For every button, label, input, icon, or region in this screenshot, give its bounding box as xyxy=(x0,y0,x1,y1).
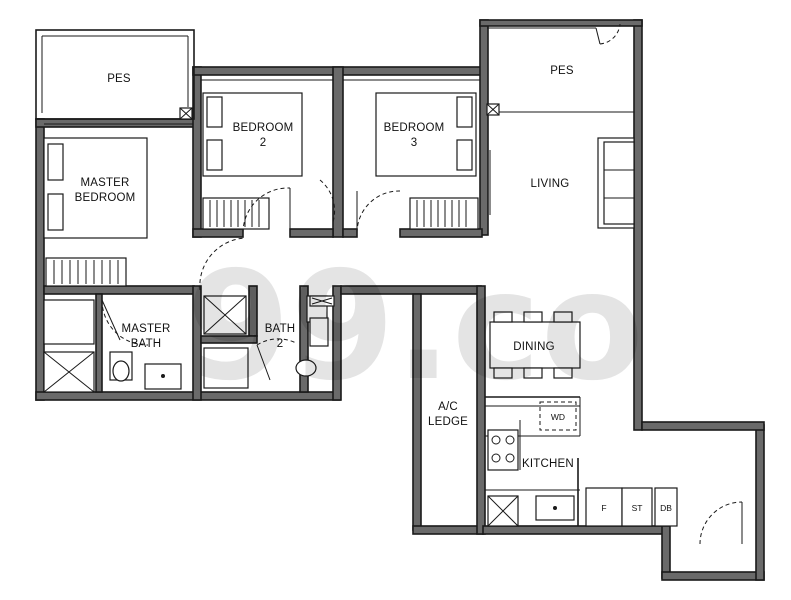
walls xyxy=(35,19,765,581)
label-store: ST xyxy=(632,503,643,513)
label-bath2-line2: 2 xyxy=(277,338,284,350)
window-strips xyxy=(44,79,480,125)
fixture-labels: WD F ST DB xyxy=(551,412,672,513)
sofa xyxy=(597,137,635,229)
label-bedroom3-line2: 3 xyxy=(411,137,418,149)
wardrobes xyxy=(45,197,479,287)
doors xyxy=(101,150,743,545)
dining-table xyxy=(489,311,581,379)
pes-right xyxy=(486,23,634,116)
label-bedroom2-line1: BEDROOM xyxy=(233,122,294,134)
label-db: DB xyxy=(660,503,672,513)
bed-2 xyxy=(202,92,303,177)
label-ac-ledge-line1: A/C xyxy=(438,401,458,413)
label-master-bath-line2: BATH xyxy=(131,338,162,350)
master-bath-fixtures xyxy=(43,299,182,393)
label-master-line2: BEDROOM xyxy=(75,192,136,204)
bed-3 xyxy=(375,92,477,177)
label-ac-ledge-line2: LEDGE xyxy=(428,416,468,428)
label-pes-left: PES xyxy=(107,73,131,85)
kitchen-counters xyxy=(485,396,678,527)
label-washer-dryer: WD xyxy=(551,412,565,422)
label-master-line1: MASTER xyxy=(80,177,129,189)
bed-master xyxy=(43,137,148,239)
label-dining: DINING xyxy=(513,341,554,353)
label-pes-right: PES xyxy=(550,65,574,77)
room-labels: PES PES BEDROOM 2 BEDROOM 3 MASTER BEDRO… xyxy=(75,65,574,470)
pes-left xyxy=(35,29,195,120)
label-fridge: F xyxy=(601,503,606,513)
bath2-fixtures xyxy=(203,295,335,389)
label-bedroom3-line1: BEDROOM xyxy=(384,122,445,134)
label-bedroom2-line2: 2 xyxy=(260,137,267,149)
label-bath2-line1: BATH xyxy=(265,323,296,335)
label-living: LIVING xyxy=(531,178,570,190)
watermark: 99.co xyxy=(186,240,644,414)
label-kitchen: KITCHEN xyxy=(522,458,574,470)
label-master-bath-line1: MASTER xyxy=(121,323,170,335)
